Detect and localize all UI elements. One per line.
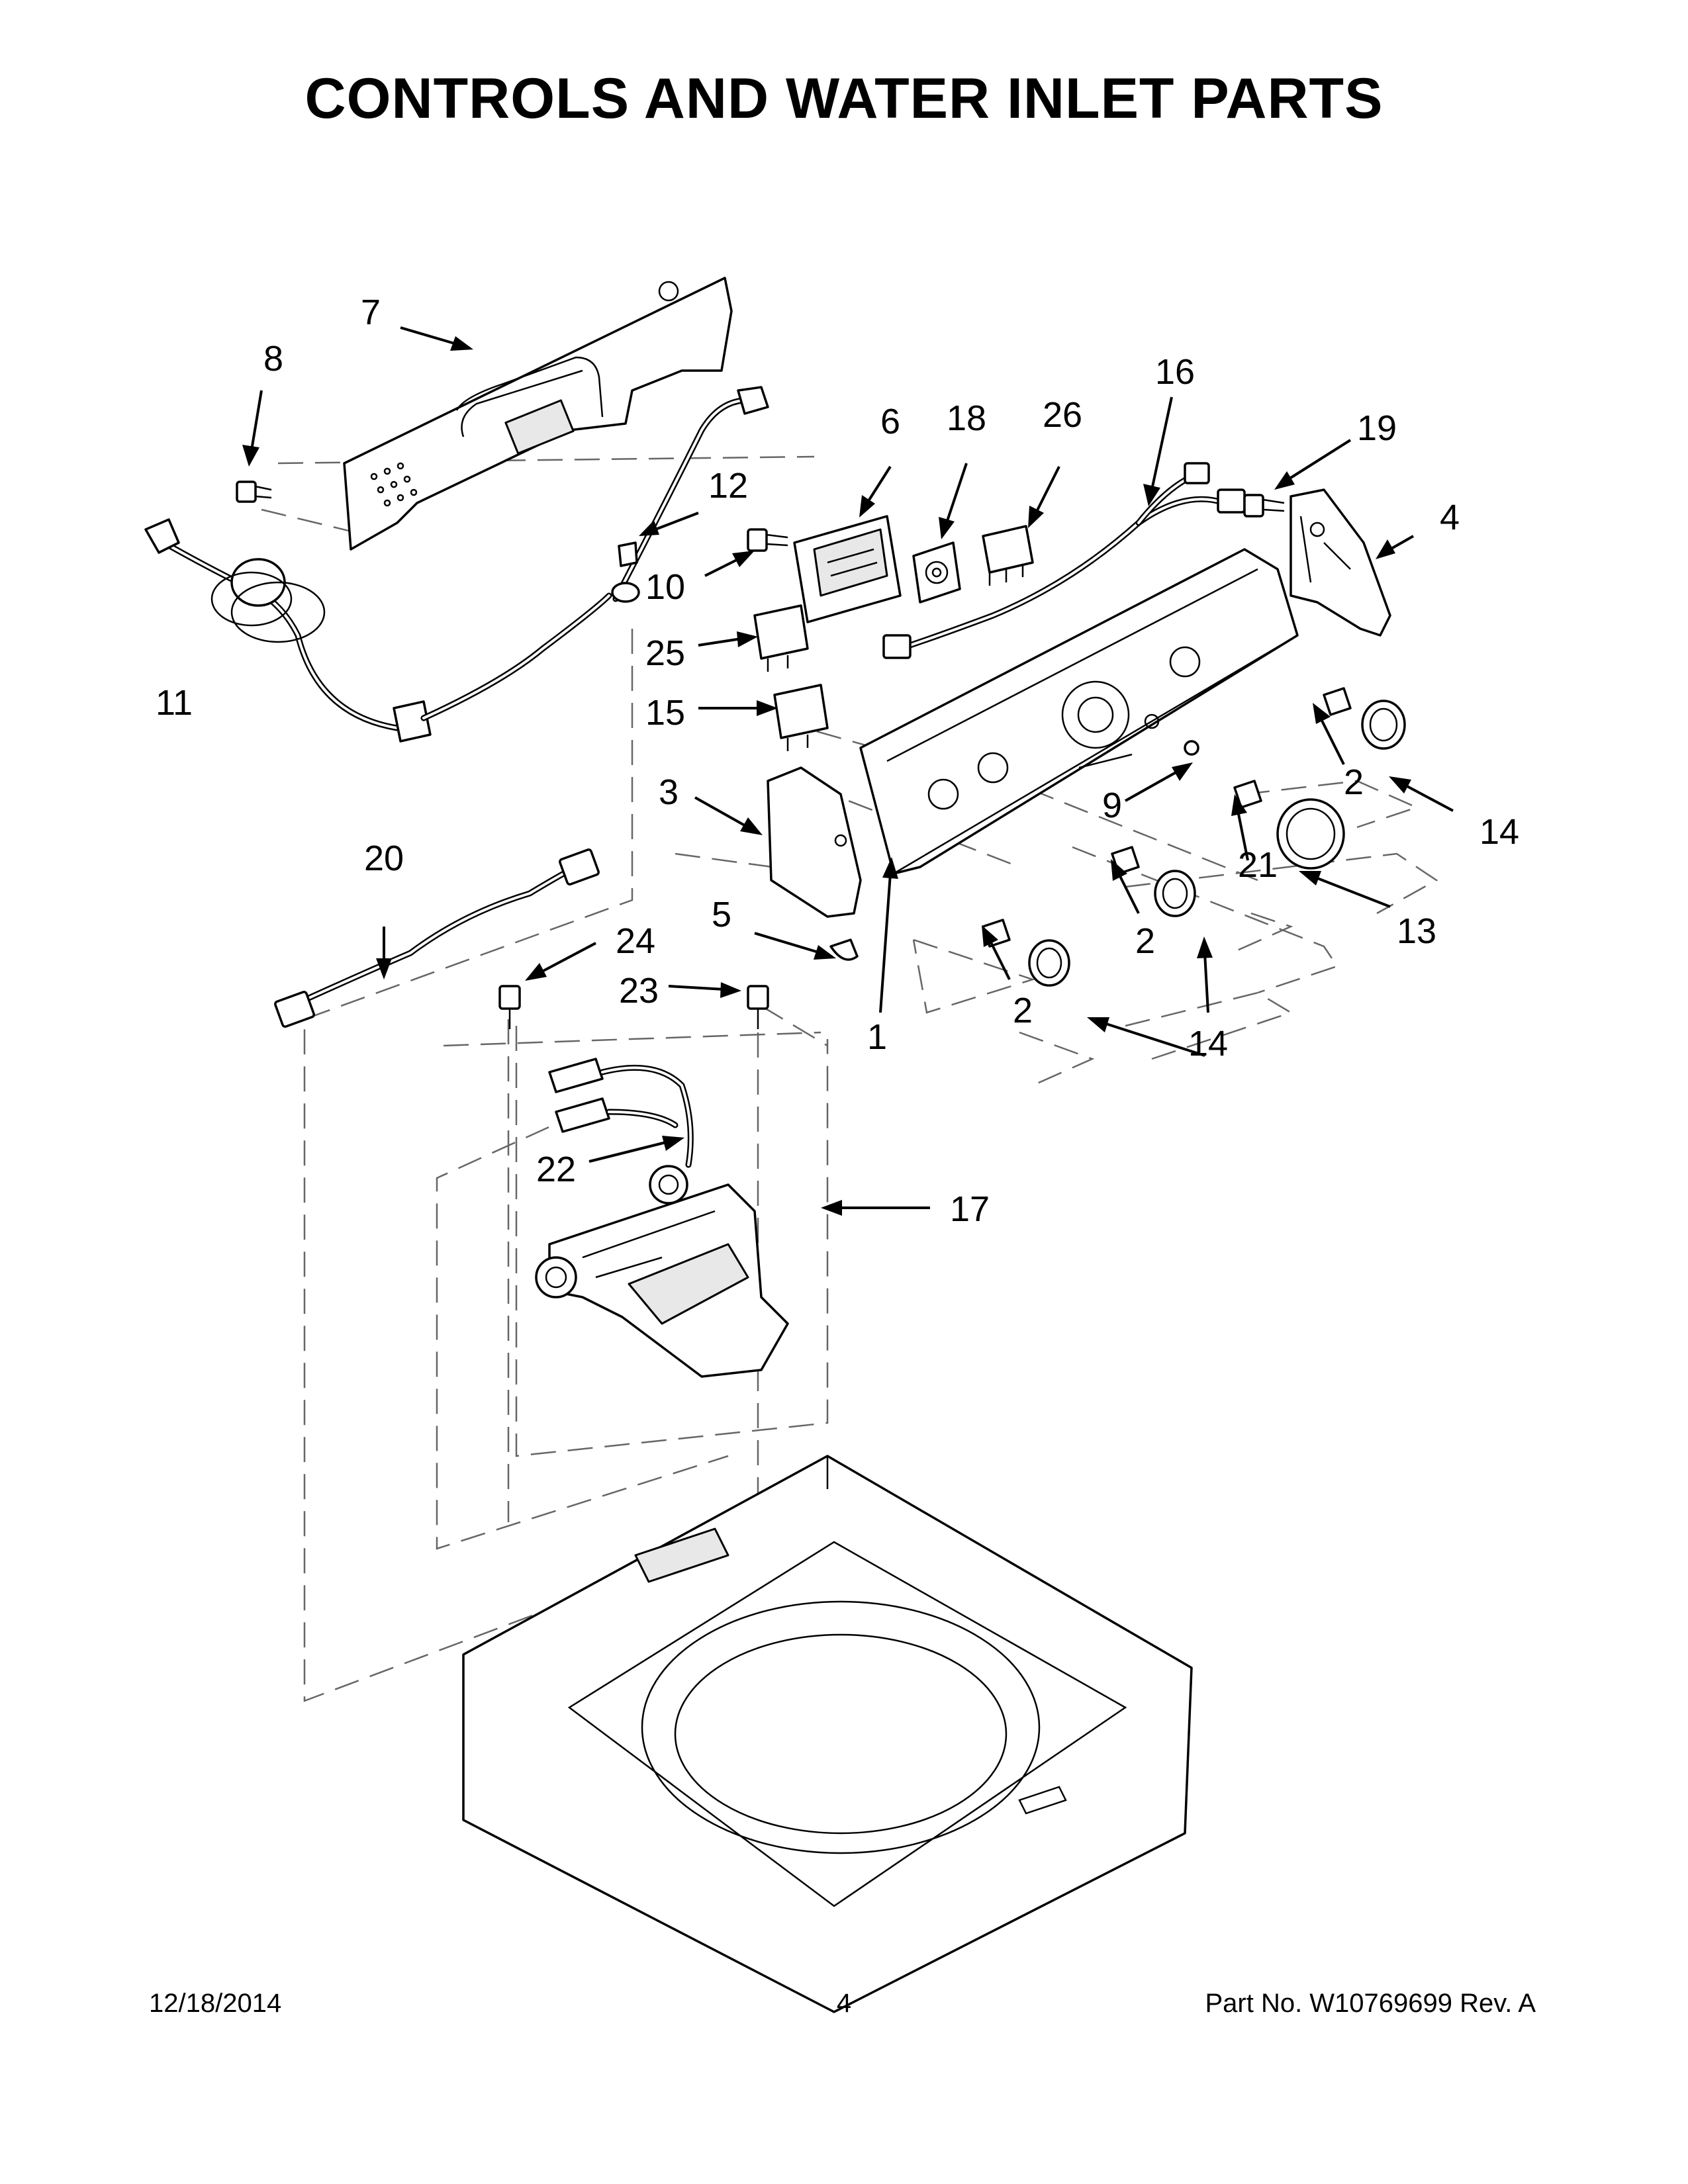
- vent-holes: [370, 462, 418, 507]
- callout-26: 26: [1043, 395, 1082, 435]
- callout-2-center: 2: [1135, 921, 1155, 961]
- clip-5-icon: [829, 938, 859, 961]
- ground-wire: [611, 386, 769, 603]
- callout-15: 15: [645, 693, 685, 733]
- control-board: [793, 515, 902, 623]
- callout-5: 5: [712, 895, 731, 934]
- callout-14-right: 14: [1479, 812, 1519, 852]
- footer-part-number: Part No. W10769699 Rev. A: [1205, 1989, 1536, 2018]
- footer-date: 12/18/2014: [149, 1989, 282, 2018]
- switch-15: [773, 684, 829, 751]
- knob-2-right: [1323, 687, 1406, 750]
- callout-14-bottom: 14: [1188, 1024, 1228, 1064]
- knob-2-center: [1111, 846, 1196, 917]
- callout-1: 1: [867, 1017, 887, 1057]
- console-end-cap-left: [767, 766, 862, 918]
- callout-2-left: 2: [1013, 991, 1033, 1030]
- screw-19-icon: [1243, 494, 1285, 518]
- switch-26: [982, 525, 1034, 586]
- callout-24: 24: [616, 921, 655, 961]
- callout-9: 9: [1102, 786, 1122, 825]
- water-inlet-valve-assembly: [535, 1165, 789, 1378]
- leader-lines: [242, 326, 1454, 1216]
- callout-21: 21: [1238, 845, 1278, 885]
- callout-11: 11: [156, 683, 193, 723]
- callout-23: 23: [619, 971, 659, 1011]
- callout-18: 18: [947, 398, 986, 438]
- power-cord: [144, 518, 612, 743]
- rotary-switch-18: [912, 541, 961, 604]
- wire-harness-20: [274, 848, 600, 1028]
- callout-19: 19: [1357, 408, 1397, 448]
- inlet-wire-harness: [548, 1058, 694, 1168]
- knob-13-large: [1233, 780, 1345, 870]
- callout-16: 16: [1155, 352, 1195, 392]
- callout-6: 6: [880, 402, 900, 441]
- console-end-cap-right: [1289, 488, 1391, 637]
- callout-17: 17: [950, 1189, 990, 1229]
- screw-24-icon: [498, 985, 521, 1029]
- footer-page-number: 4: [836, 1989, 852, 2018]
- callout-4: 4: [1440, 498, 1460, 537]
- callout-25: 25: [645, 633, 685, 673]
- callout-8: 8: [263, 339, 283, 379]
- callout-13: 13: [1397, 911, 1436, 951]
- washer-top-cover: [462, 1455, 1193, 2013]
- callout-3: 3: [659, 772, 679, 812]
- callout-22: 22: [536, 1150, 576, 1189]
- switch-25: [753, 604, 809, 672]
- callout-10: 10: [645, 567, 685, 607]
- callout-labels: 7 8 12 10 11 6 18 26 16 19 4 25 15 3 5 1…: [156, 293, 1519, 1229]
- callout-7: 7: [361, 293, 381, 332]
- page-title: CONTROLS AND WATER INLET PARTS: [305, 67, 1383, 130]
- callout-20: 20: [364, 839, 404, 878]
- console-wire-harness: [882, 462, 1246, 659]
- callout-2-right: 2: [1344, 762, 1364, 802]
- console-rear-panel: [343, 277, 733, 551]
- screw-8-icon: [236, 480, 272, 503]
- screw-23-icon: [747, 985, 769, 1029]
- screw-10-icon: [747, 528, 788, 552]
- callout-12: 12: [708, 466, 748, 506]
